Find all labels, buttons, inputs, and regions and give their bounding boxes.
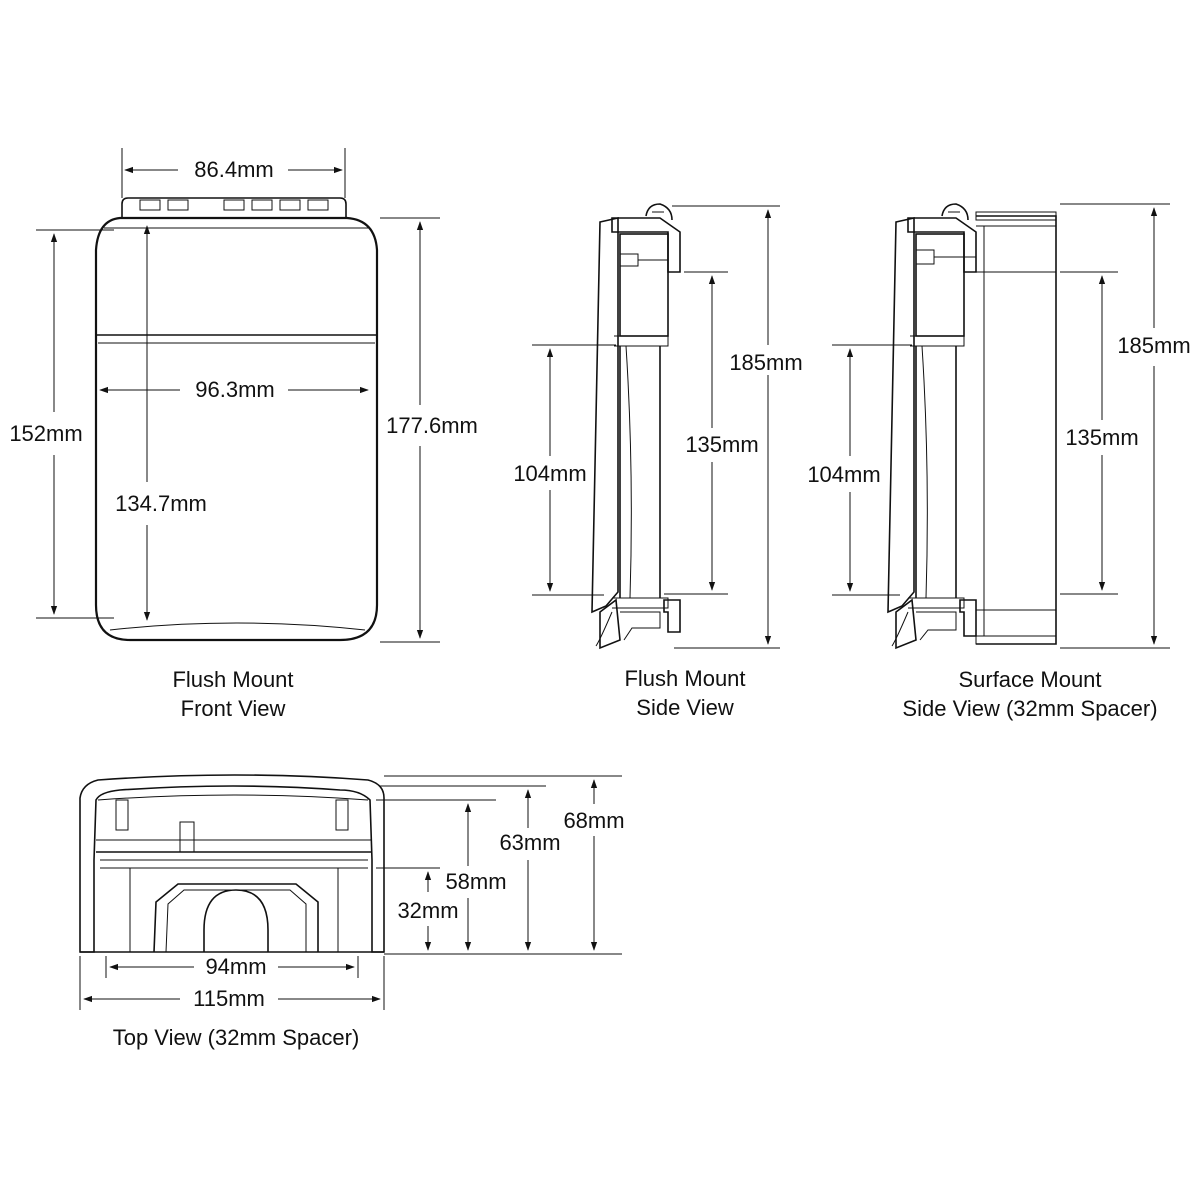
flush-dim-height-total: 185mm — [729, 350, 802, 375]
top-view: 68mm 63mm 58mm 32mm 94mm 115mm Top View … — [79, 774, 625, 1050]
front-dim-height-right: 177.6mm — [386, 413, 478, 438]
front-caption-line1: Flush Mount — [172, 667, 293, 692]
flush-dim-height-left: 104mm — [513, 461, 586, 486]
top-dim-94: 94mm — [205, 954, 266, 979]
front-hinge — [121, 197, 347, 218]
surface-caption-line1: Surface Mount — [958, 667, 1101, 692]
flush-caption-line2: Side View — [636, 695, 734, 720]
surface-dim-height-mid: 135mm — [1065, 425, 1138, 450]
surface-side-view: 185mm 135mm 104mm Surface Mount Side Vie… — [807, 203, 1191, 721]
front-dim-width-top: 86.4mm — [194, 157, 273, 182]
front-caption-line2: Front View — [181, 696, 286, 721]
top-dim-32: 32mm — [397, 898, 458, 923]
flush-side-view: 185mm 135mm 104mm Flush Mount Side View — [513, 203, 803, 720]
top-dim-58: 58mm — [445, 869, 506, 894]
surface-dim-height-left: 104mm — [807, 462, 880, 487]
flush-caption-line1: Flush Mount — [624, 666, 745, 691]
surface-caption-line2: Side View (32mm Spacer) — [902, 696, 1157, 721]
front-dim-width-inner: 96.3mm — [195, 377, 274, 402]
front-cover-outline — [94, 216, 379, 642]
flush-dim-height-mid: 135mm — [685, 432, 758, 457]
top-dim-115: 115mm — [193, 986, 265, 1011]
top-dim-63: 63mm — [499, 830, 560, 855]
top-caption: Top View (32mm Spacer) — [113, 1025, 360, 1050]
front-dim-height-left: 152mm — [9, 421, 82, 446]
surface-dim-height-total: 185mm — [1117, 333, 1190, 358]
top-dim-68: 68mm — [563, 808, 624, 833]
front-view: 86.4mm 96.3mm 152mm 134.7mm 177.6mm Flus… — [9, 148, 478, 721]
front-dim-height-inner: 134.7mm — [115, 491, 207, 516]
